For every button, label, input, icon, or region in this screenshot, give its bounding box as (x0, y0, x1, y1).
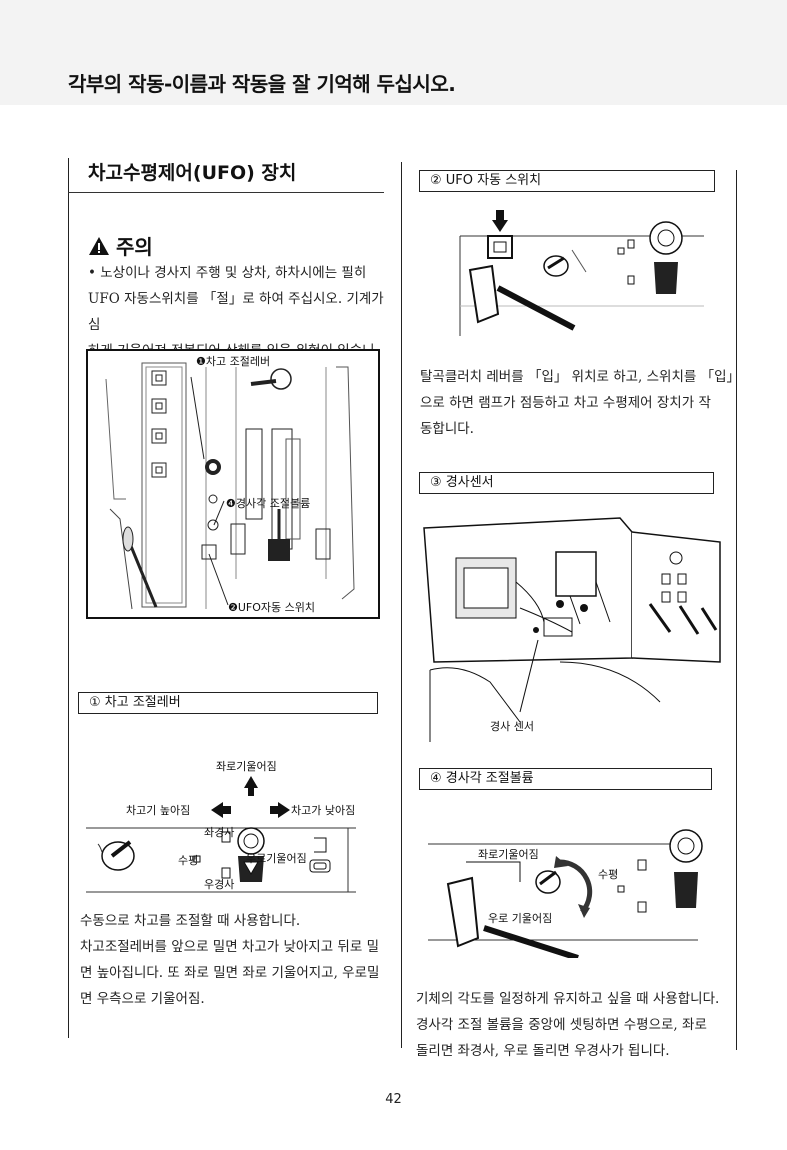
tilt-volume-heading: ④ 경사각 조절볼륨 (419, 768, 712, 790)
lever-dial-level: 수평 (178, 854, 198, 867)
tilt-sensor-heading: ③ 경사센서 (419, 472, 714, 494)
caution-label: 주의 (116, 235, 153, 259)
warning-icon (89, 236, 109, 255)
height-lever-line: 차고조절레버를 앞으로 밀면 차고가 낮아지고 뒤로 밀 (80, 939, 379, 955)
height-lever-text: 수동으로 차고를 조절할 때 사용합니다. 차고조절레버를 앞으로 밀면 차고가… (80, 908, 390, 1012)
tilt-volume-line: 기체의 각도를 일정하게 유지하고 싶을 때 사용합니다. (416, 991, 720, 1007)
ufo-switch-line: 동합니다. (420, 421, 474, 437)
lever-dial-right-tilt: 우경사 (204, 878, 234, 891)
caution-line: UFO 자동스위치를 「절」로 하여 주십시오. 기계가 심 (88, 291, 384, 333)
section-title: 차고수평제어(UFO) 장치 (88, 162, 297, 184)
overview-label-ufo-switch: ❷UFO자동 스위치 (228, 601, 315, 614)
height-lever-figure: 좌로기울어짐 차고기 높아짐 차고가 낮아짐 수평 좌경사 우경사 우로기울어짐 (86, 756, 376, 906)
lever-dir-left: 차고기 높아짐 (126, 804, 190, 817)
ufo-switch-figure (454, 210, 714, 342)
volume-dial-level: 수평 (598, 868, 618, 881)
tilt-volume-text: 기체의 각도를 일정하게 유지하고 싶을 때 사용합니다. 경사각 조절 볼륨을… (416, 986, 736, 1064)
caution-line: • 노상이나 경사지 주행 및 상차, 하차시에는 필히 (88, 265, 367, 281)
height-lever-line: 수동으로 차고를 조절할 때 사용합니다. (80, 913, 301, 929)
height-lever-heading: ① 차고 조절레버 (78, 692, 378, 714)
caution-heading: 주의 (88, 231, 153, 260)
height-lever-line: 면 높아집니다. 또 좌로 밀면 좌로 기울어지고, 우로밀 (80, 965, 380, 981)
lever-dir-down: 우로기울어짐 (246, 852, 307, 865)
header-band (0, 0, 787, 105)
ufo-switch-line: 탈곡클러치 레버를 「입」 위치로 하고, 스위치를 「입」 (420, 369, 741, 385)
lever-dial-left-tilt: 좌경사 (204, 826, 234, 839)
height-lever-line: 면 우측으로 기울어짐. (80, 991, 205, 1007)
tilt-sensor-figure: 경사 센서 (420, 512, 738, 744)
volume-dir-left: 좌로기울어짐 (478, 848, 539, 861)
tilt-volume-line: 돌리면 좌경사, 우로 돌리면 우경사가 됩니다. (416, 1043, 670, 1059)
lever-dir-right: 차고가 낮아짐 (291, 804, 355, 817)
center-column-rule (401, 162, 402, 1048)
section-title-rule (68, 192, 384, 193)
lever-dir-up: 좌로기울어짐 (216, 760, 277, 773)
ufo-switch-heading: ② UFO 자동 스위치 (419, 170, 715, 192)
overview-label-height-lever: ❶차고 조절레버 (196, 355, 270, 368)
right-column-rule (736, 170, 737, 1050)
page-number: 42 (385, 1092, 402, 1107)
tilt-sensor-label: 경사 센서 (490, 720, 534, 733)
ufo-switch-line: 으로 하면 램프가 점등하고 차고 수평제어 장치가 작 (420, 395, 711, 411)
overview-figure: ❶차고 조절레버 ❹경사각 조절볼륨 ❷UFO자동 스위치 (86, 349, 380, 619)
overview-label-tilt-volume: ❹경사각 조절볼륨 (226, 497, 310, 510)
ufo-switch-text: 탈곡클러치 레버를 「입」 위치로 하고, 스위치를 「입」 으로 하면 램프가… (420, 364, 740, 442)
tilt-volume-figure: 좌로기울어짐 수평 우로 기울어짐 (428, 822, 718, 958)
volume-dir-right: 우로 기울어짐 (488, 912, 552, 925)
left-column-rule (68, 158, 69, 1038)
tilt-volume-line: 경사각 조절 볼륨을 중앙에 셋팅하면 수평으로, 좌로 (416, 1017, 707, 1033)
page-header-title: 각부의 작동-이름과 작동을 잘 기억해 두십시오. (68, 72, 456, 96)
